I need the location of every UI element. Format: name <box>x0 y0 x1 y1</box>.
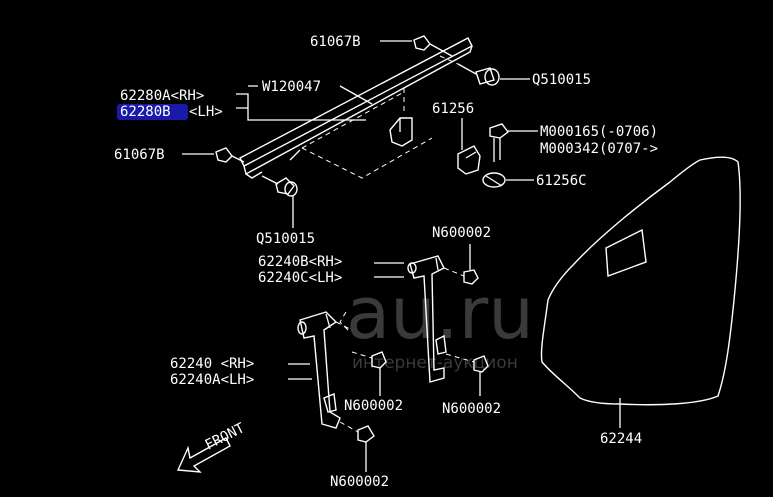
label-61067b-left: 61067B <box>114 147 165 163</box>
label-m000342: M000342(0707-> <box>540 141 658 157</box>
front-arrow-icon <box>176 437 231 473</box>
label-62240c: 62240C<LH> <box>258 270 342 286</box>
label-62240a: 62240A<LH> <box>170 372 254 388</box>
label-q510015-bottom: Q510015 <box>256 231 315 247</box>
rail-62280 <box>239 37 473 179</box>
label-62244: 62244 <box>600 431 642 447</box>
label-62280a: 62280A<RH> <box>120 88 204 104</box>
label-q510015-right: Q510015 <box>532 72 591 88</box>
door-glass-62244 <box>540 156 741 406</box>
label-n600002-mid-left: N600002 <box>344 398 403 414</box>
clip-61067b-left <box>215 147 245 163</box>
label-n600002-bottom: N600002 <box>330 474 389 490</box>
clip-61067b-top <box>413 35 453 57</box>
label-w120047: W120047 <box>262 79 321 95</box>
label-62280b-side: <LH> <box>189 104 223 120</box>
nut-n600002-mid-left <box>371 351 387 369</box>
label-62240: 62240 <RH> <box>170 356 254 372</box>
watermark-main: au.ru <box>346 271 534 355</box>
grommet-61256c <box>482 172 506 188</box>
guide-62240b <box>407 255 447 383</box>
watermark-sub: интернет-аукцион <box>352 353 518 373</box>
label-62280b: 62280B <box>120 104 171 120</box>
clip-61256 <box>457 145 481 175</box>
rail-bracket <box>389 117 413 147</box>
bolt-q510015-bottom <box>261 175 298 197</box>
bolt-m000165 <box>489 123 509 162</box>
label-n600002-mid-right: N600002 <box>442 401 501 417</box>
nut-n600002-mid-right <box>473 355 489 373</box>
label-61256: 61256 <box>432 101 474 117</box>
highlight-62280b <box>117 104 188 120</box>
label-61256c: 61256C <box>536 173 587 189</box>
label-n600002-top: N600002 <box>432 225 491 241</box>
nut-n600002-top <box>463 269 479 285</box>
guide-62240 <box>297 311 341 429</box>
label-m000165: M000165(-0706) <box>540 124 658 140</box>
label-61067b-top: 61067B <box>310 34 361 50</box>
label-62240b: 62240B<RH> <box>258 254 342 270</box>
bolt-q510015-right <box>439 55 500 86</box>
nut-n600002-bottom <box>357 425 375 443</box>
